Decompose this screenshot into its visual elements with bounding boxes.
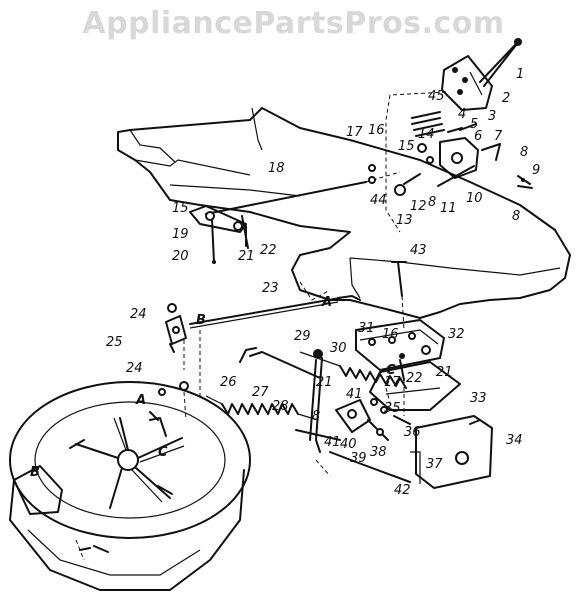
clutch-rod [239,347,411,483]
cover-plate [410,415,493,489]
callout-35: 35 [384,401,401,416]
callout-A-top: A [321,295,332,310]
callout-21-bracket: 21 [436,365,453,380]
callout-12: 12 [410,199,427,214]
callout-C-bottom: C [158,445,168,460]
callout-B-top: B [196,313,206,328]
callout-29: 29 [294,329,311,344]
callout-4: 4 [458,107,466,122]
rod-bracket [189,205,249,264]
callout-27: 27 [252,385,269,400]
callout-37: 37 [426,457,443,472]
callout-labels: 1 2 3 45 4 5 6 7 8 9 8 14 15 16 17 18 44… [30,67,540,498]
callout-16-bracket: 16 [382,327,399,342]
callout-17-top: 17 [346,125,363,140]
callout-26: 26 [220,375,237,390]
callout-21-lower: 21 [316,375,333,390]
callout-6: 6 [474,129,482,144]
callout-33: 33 [470,391,487,406]
brake-linkage-rod [165,281,361,400]
callout-3: 3 [488,109,496,124]
mower-housing [9,381,251,591]
callout-8-lower: 8 [312,409,320,424]
callout-39: 39 [350,451,367,466]
callout-31: 31 [358,321,375,336]
callout-30: 30 [330,341,347,356]
callout-43: 43 [410,243,427,258]
callout-1: 1 [516,67,524,82]
callout-11: 11 [440,201,457,216]
callout-22-bracket: 22 [406,371,423,386]
callout-25: 25 [106,335,123,350]
callout-42: 42 [394,483,411,498]
callout-41-top: 41 [346,387,363,402]
callout-32: 32 [448,327,465,342]
callout-2: 2 [502,91,510,106]
mower-deck-plate [117,107,571,319]
callout-14: 14 [418,127,435,142]
callout-8-mid: 8 [428,195,436,210]
callout-8-right: 8 [512,209,520,224]
idler-bracket-assembly [355,319,461,411]
callout-22-top: 22 [260,243,277,258]
callout-13: 13 [396,213,413,228]
callout-34: 34 [506,433,523,448]
callout-36: 36 [404,425,421,440]
callout-10: 10 [466,191,483,206]
watermark: AppliancePartsPros.com [82,6,505,41]
callout-20: 20 [172,249,189,264]
callout-C-top: C [386,363,396,378]
callout-28: 28 [272,399,289,414]
bolt [391,261,407,331]
callout-24-bottom: 24 [126,361,143,376]
callout-B-bottom: B [30,465,40,480]
callout-44: 44 [370,193,387,208]
callout-8-top: 8 [520,145,528,160]
callout-15-left: 15 [172,201,189,216]
callout-41-bottom: 41 [324,435,341,450]
shift-lever-assembly [385,38,533,233]
callout-9: 9 [532,163,540,178]
callout-5: 5 [470,117,478,132]
callout-45: 45 [428,89,445,104]
idler-spring [299,351,407,389]
callout-21-top: 21 [238,249,255,264]
callout-7: 7 [494,129,503,144]
callout-23: 23 [262,281,279,296]
callout-15-top: 15 [398,139,415,154]
shift-rod [205,164,401,215]
callout-16-top: 16 [368,123,385,138]
callout-A-bottom: A [135,393,146,408]
callout-19: 19 [172,227,189,242]
callout-40: 40 [340,437,357,452]
callout-17-bracket: 17 [384,375,401,390]
tension-spring [205,395,319,421]
callout-38: 38 [370,445,387,460]
lower-linkage-parts [335,380,411,441]
callout-24-top: 24 [130,307,147,322]
callout-18: 18 [268,161,285,176]
